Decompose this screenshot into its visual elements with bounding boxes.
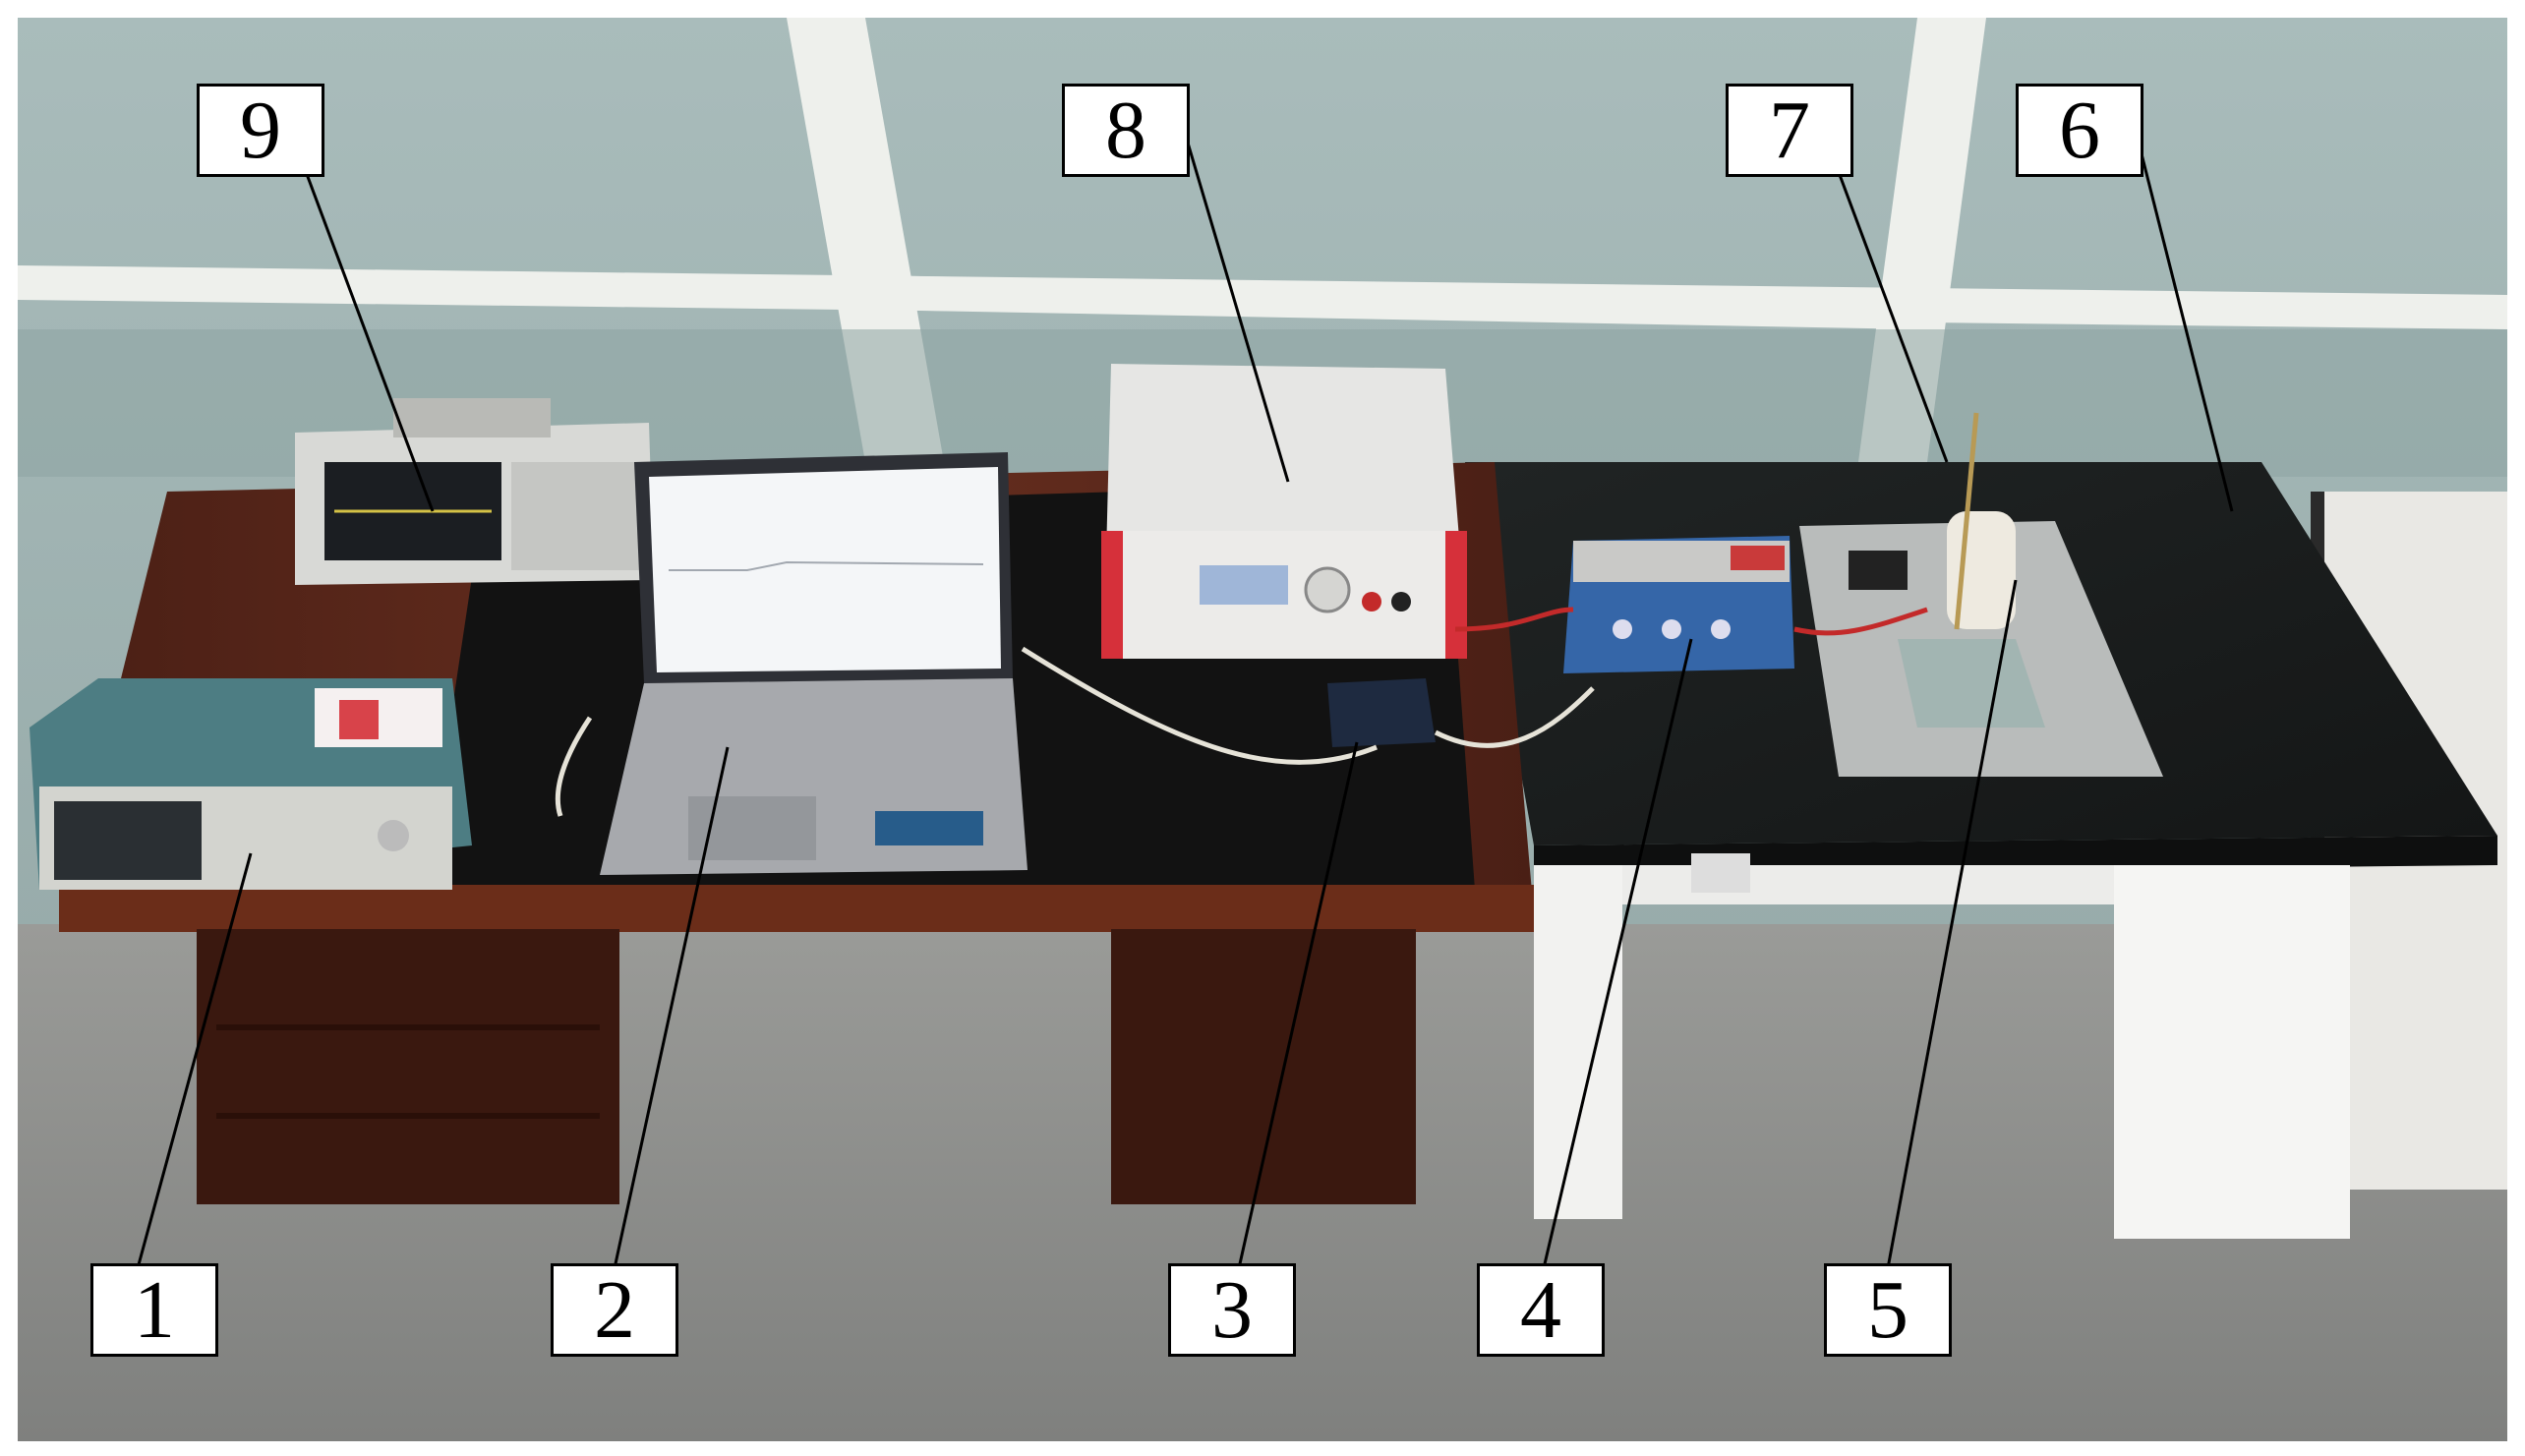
- callout-label-4: 4: [1477, 1263, 1605, 1357]
- callout-label-3: 3: [1168, 1263, 1296, 1357]
- callout-label-2: 2: [551, 1263, 678, 1357]
- function-generator: [29, 678, 472, 890]
- leader-lines: [136, 122, 2234, 1269]
- data-acquisition-unit: [1563, 536, 1794, 673]
- test-specimen-plate: [1799, 412, 2163, 777]
- callout-label-1: 1: [90, 1263, 218, 1357]
- laptop: [600, 452, 1028, 875]
- callout-label-5: 5: [1824, 1263, 1952, 1357]
- oscilloscope: [295, 398, 654, 585]
- network-switch: [1327, 678, 1436, 747]
- callout-label-6: 6: [2016, 84, 2143, 177]
- power-amplifier: [1101, 364, 1467, 659]
- callout-label-8: 8: [1062, 84, 1190, 177]
- callout-label-7: 7: [1726, 84, 1853, 177]
- callout-label-9: 9: [197, 84, 324, 177]
- cables: [555, 607, 1928, 817]
